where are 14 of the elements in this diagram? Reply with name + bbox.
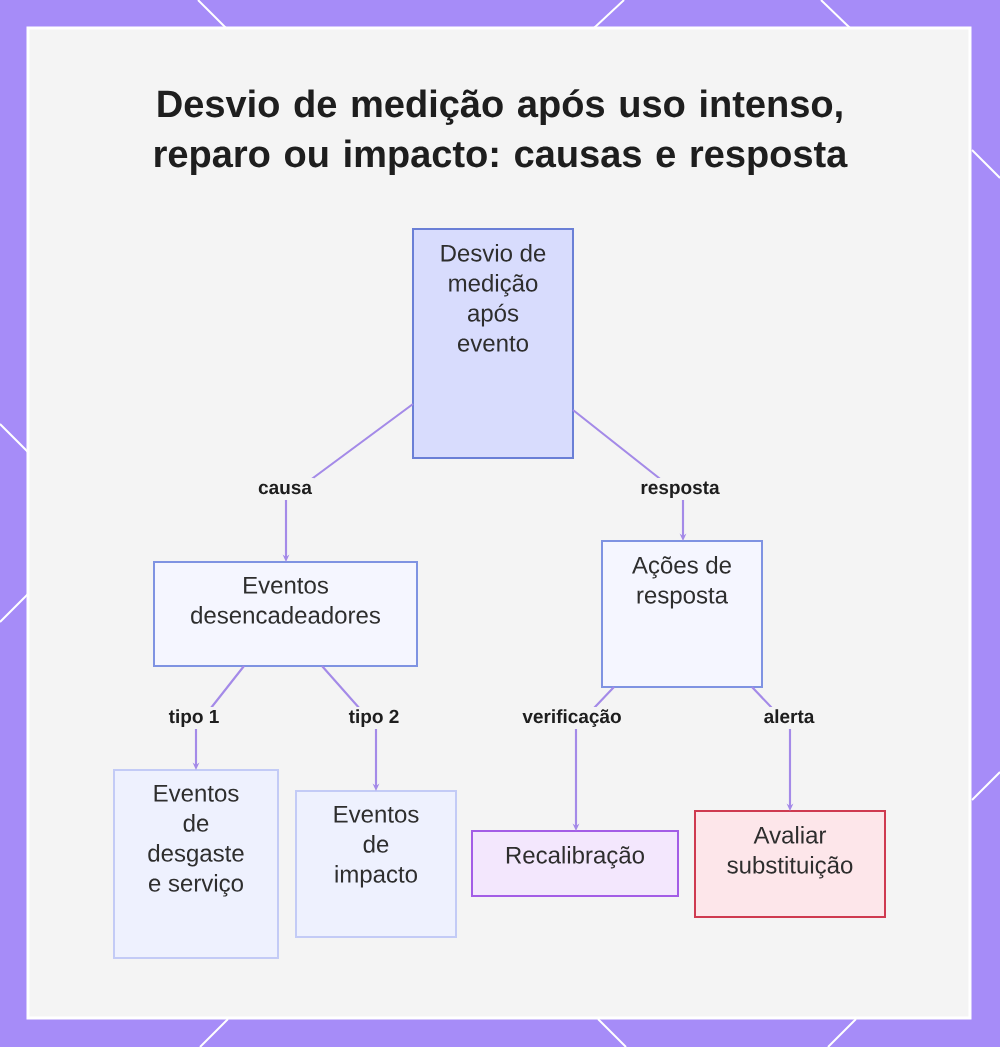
edge-label: tipo 1 [166, 707, 222, 729]
edge-label: tipo 2 [346, 707, 402, 729]
process-box: Eventos de impacto [295, 790, 457, 938]
process-box: Recalibração [471, 830, 679, 897]
edge-label: causa [256, 478, 314, 500]
process-box: Desvio de medição após evento [412, 228, 574, 459]
process-box: Ações de resposta [601, 540, 763, 688]
edge-label: alerta [761, 707, 817, 729]
process-box: Avaliar substituição [694, 810, 886, 918]
edge-label: verificação [520, 707, 624, 729]
title: Desvio de medição após uso intenso, reparo ou impacto: causas e resposta [155, 89, 848, 175]
process-box: Eventos desencadeadores [153, 561, 418, 667]
process-box: Eventos de desgaste e serviço [113, 769, 279, 959]
edge-label: resposta [638, 478, 722, 500]
